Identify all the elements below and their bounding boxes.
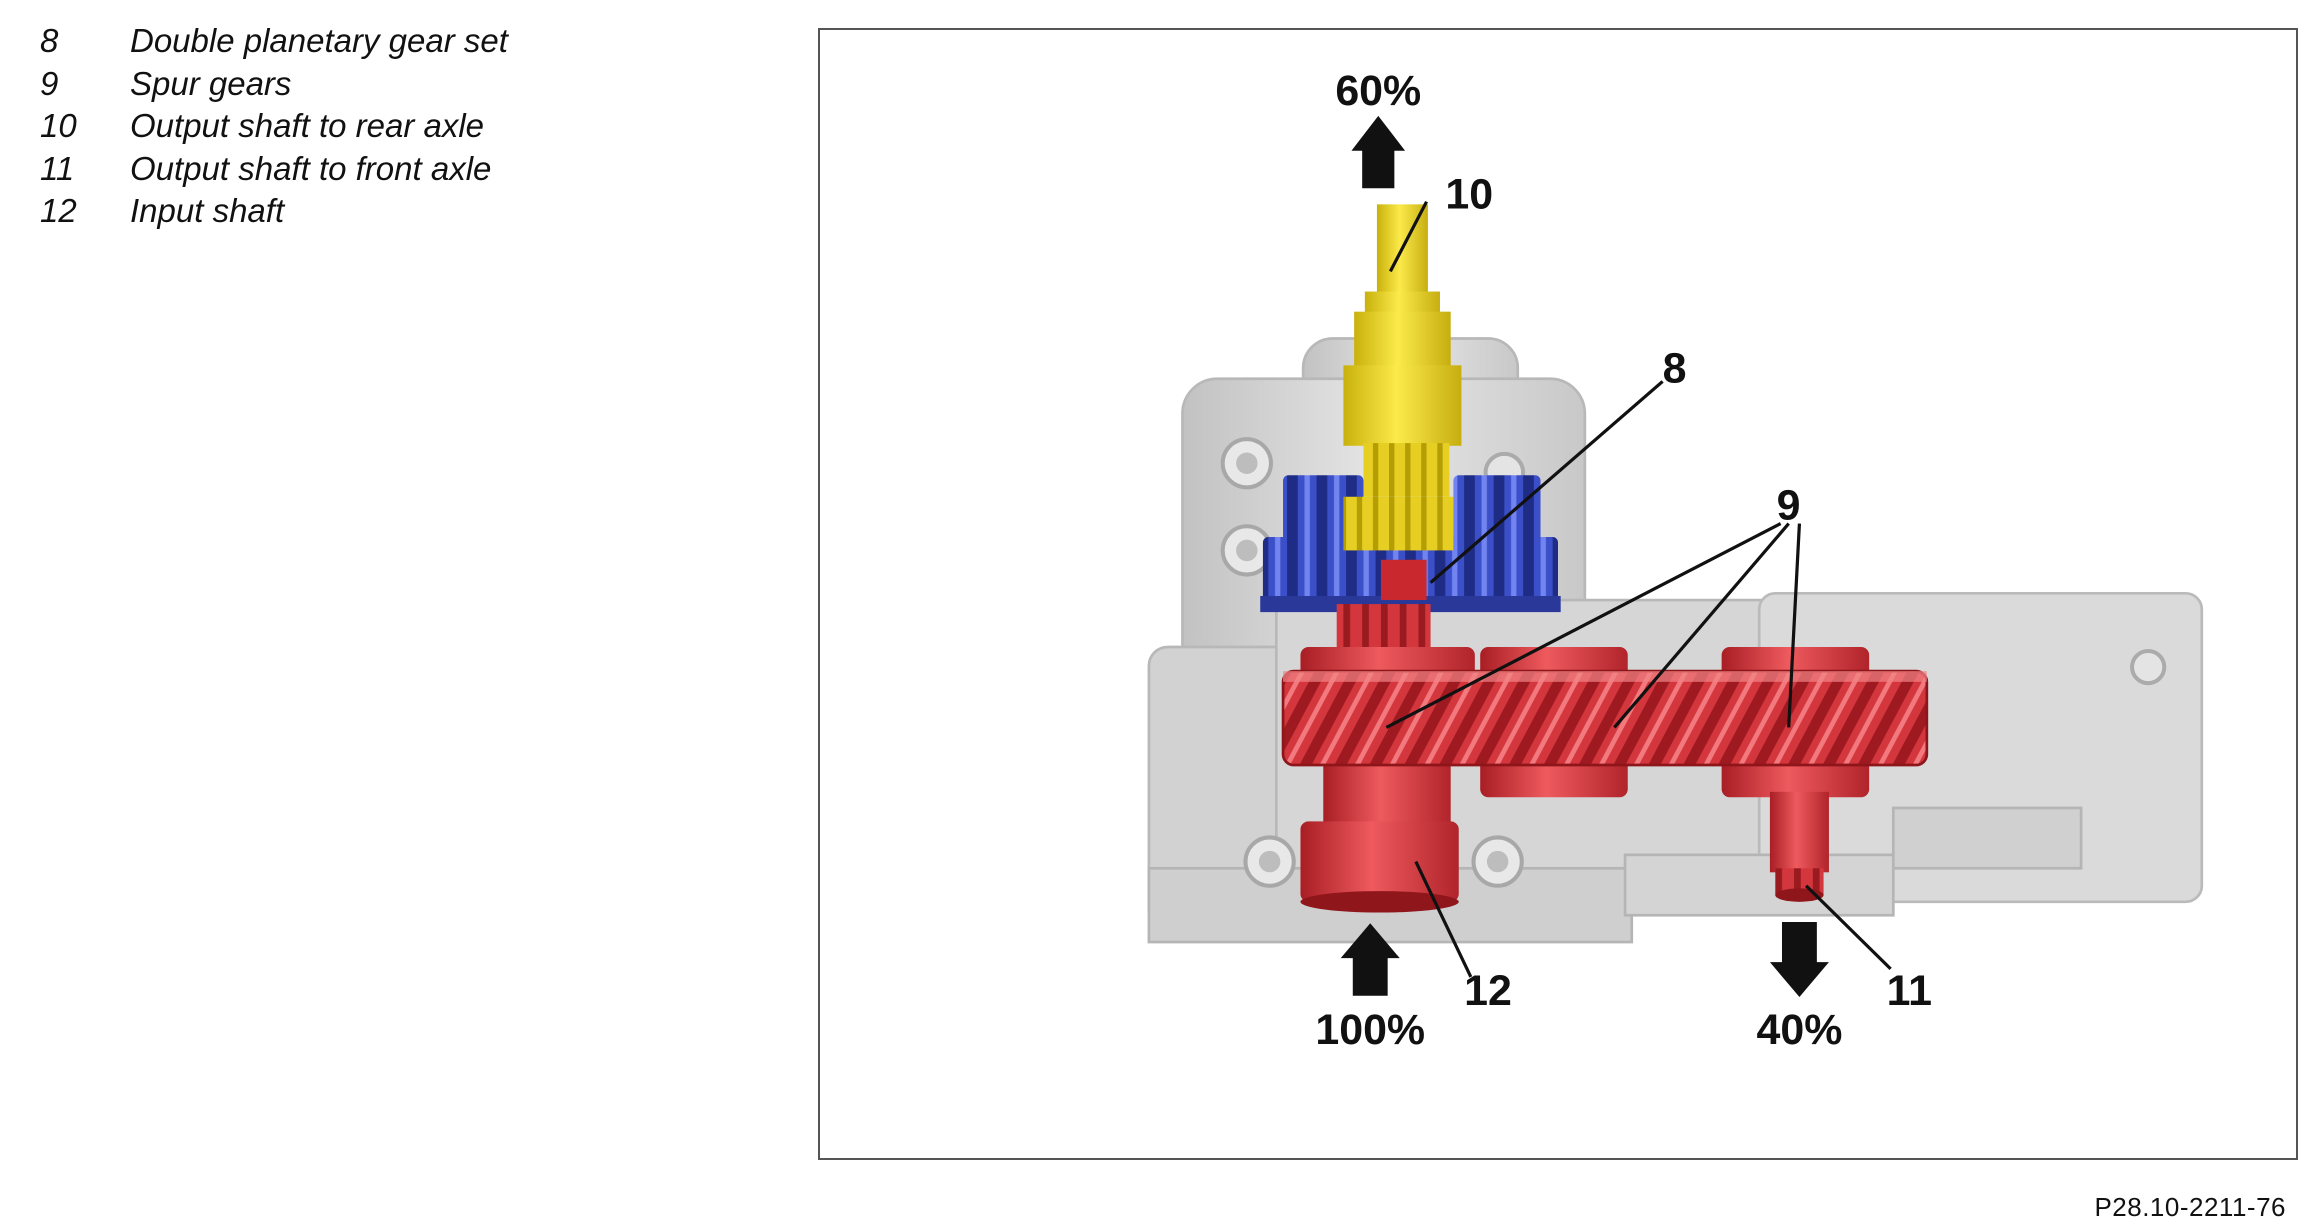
rear-output-arrow [1351,115,1406,189]
legend-label: Double planetary gear set [130,22,508,59]
legend: 8 Double planetary gear set 9 Spur gears… [40,20,508,233]
double-planetary-gear-set [1260,475,1561,613]
legend-label: Input shaft [130,192,285,229]
leader-lines [1385,200,1892,978]
leader-11 [1805,884,1892,971]
leader-10 [1388,200,1428,273]
front-output-shaft [1769,791,1829,902]
spur-gears [1281,669,1929,767]
rear-torque-percent: 60% [1335,67,1421,115]
leader-9c [1787,523,1802,728]
legend-number: 12 [40,192,77,229]
legend-item: 10 Output shaft to rear axle [40,105,508,148]
figure-frame: 10 8 9 12 11 60% 100% 40% [818,28,2298,1160]
callout-10: 10 [1445,170,1493,218]
legend-label: Spur gears [130,64,292,102]
leader-9a [1385,522,1782,729]
legend-label: Output shaft to front axle [130,149,492,187]
input-arrow [1340,923,1400,996]
callout-8: 8 [1663,345,1687,393]
legend-number: 10 [40,107,77,144]
callout-12: 12 [1464,967,1512,1015]
front-output-arrow [1769,921,1829,998]
figure-id: P28.10-2211-76 [2094,1192,2286,1222]
transfer-case-diagram: 10 8 9 12 11 60% 100% 40% [1147,67,2204,1054]
input-torque-percent: 100% [1315,1006,1425,1054]
legend-label: Output shaft to rear axle [130,107,485,144]
rear-output-shaft [1343,204,1462,497]
leader-12 [1414,860,1473,978]
front-torque-percent: 40% [1756,1006,1842,1054]
leader-9b [1613,522,1790,729]
legend-item: 8 Double planetary gear set [40,20,508,63]
legend-number: 9 [40,64,59,102]
callout-9: 9 [1777,482,1801,530]
legend-number: 8 [40,22,59,59]
legend-item: 12 Input shaft [40,190,508,233]
callout-11: 11 [1887,967,1932,1015]
legend-number: 11 [40,149,75,187]
input-shaft-gear-stack [1300,604,1475,913]
leader-8 [1429,380,1664,584]
legend-item: 9 Spur gears [40,63,508,106]
legend-item: 11 Output shaft to front axle [40,148,508,191]
